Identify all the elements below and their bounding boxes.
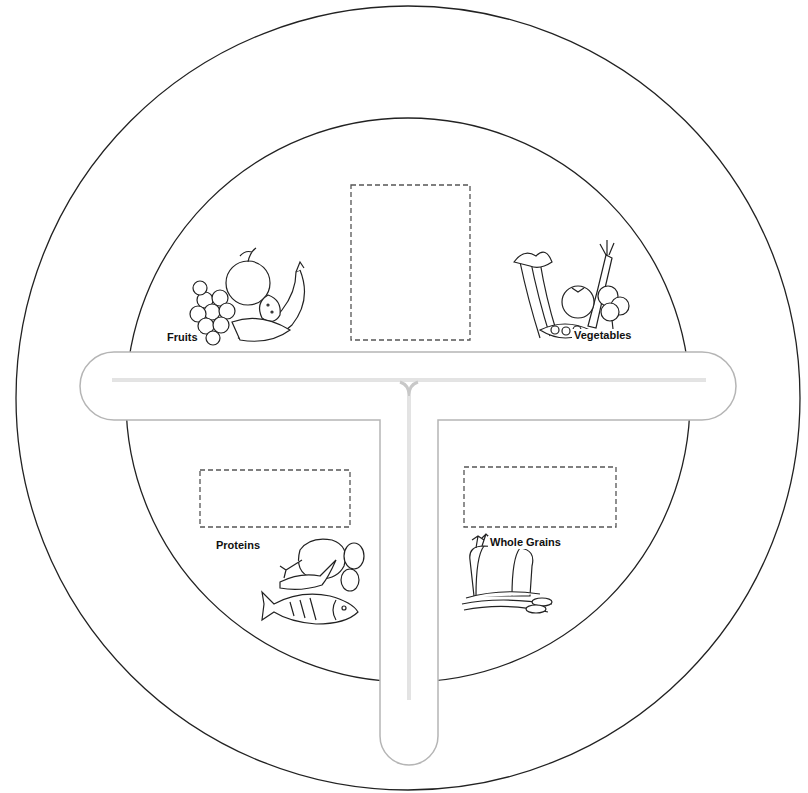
food-group-label: Proteins: [214, 539, 262, 552]
dashed-box: [464, 467, 616, 527]
protein-icon: [262, 539, 364, 624]
vegetable-icon: [514, 240, 629, 338]
divider-groove: [409, 396, 410, 700]
plate-rim: [16, 6, 800, 790]
food-group-label: Fruits: [165, 331, 200, 344]
food-group-label: Whole Grains: [488, 536, 563, 549]
dashed-box: [200, 470, 350, 527]
food-group-label: Vegetables: [572, 329, 633, 342]
divider-groove: [112, 380, 706, 381]
fruit-icon: [190, 248, 305, 345]
divider-groove: [400, 382, 418, 700]
divider-t: [80, 352, 736, 765]
dashed-box: [351, 185, 470, 340]
divider-groove: [112, 379, 706, 382]
